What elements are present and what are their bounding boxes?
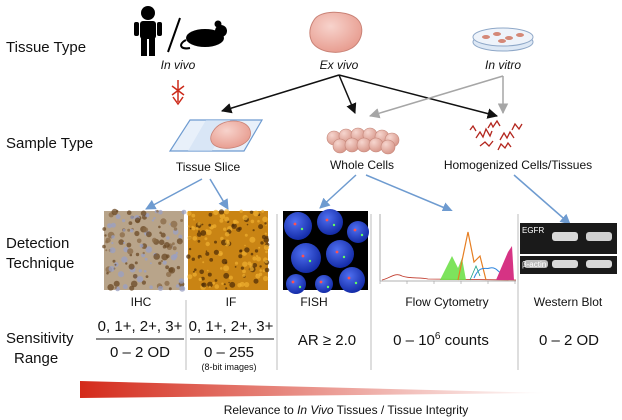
row-label-technique: Technique [6, 255, 74, 272]
mouse-icon [180, 20, 227, 50]
slash-divider [167, 17, 181, 53]
person-icon [134, 6, 162, 56]
arrow-exvivo-homog [338, 74, 499, 119]
fish-image [283, 209, 369, 294]
if-scale-range: 0 – 255 [204, 344, 254, 361]
blot-label-actin: β-actin [522, 260, 546, 269]
label-if: IF [226, 295, 237, 309]
nucleus [284, 212, 312, 240]
label-fish: FISH [300, 295, 327, 309]
label-tissue-slice: Tissue Slice [176, 160, 241, 174]
tissue-slice-icon [168, 119, 264, 152]
arrow-invitro-cells [368, 75, 504, 119]
ihc-scale-od: 0 – 2 OD [110, 344, 170, 361]
nucleus [347, 221, 369, 243]
homogenized-icon [469, 119, 523, 151]
blot-label-egfr: EGFR [522, 226, 544, 235]
western-blot-image: EGFR β-actin [520, 223, 617, 274]
flow-cytometry-plot [375, 211, 519, 290]
label-in-vivo: In vivo [161, 58, 196, 72]
arrow-slice-if [209, 178, 229, 210]
blot-band [552, 232, 578, 241]
nucleus [286, 274, 306, 294]
arrow-exvivo-cells [338, 74, 357, 114]
label-whole-cells: Whole Cells [330, 158, 394, 172]
whole-cells-icon [326, 127, 400, 155]
arrow-homog-western [513, 174, 571, 225]
arrow-slice-ihc [145, 178, 203, 210]
blocked-arrow-icon [171, 80, 185, 106]
label-homogenized: Homogenized Cells/Tissues [444, 158, 592, 172]
blot-band [524, 260, 548, 268]
row-label-detection: Detection [6, 235, 69, 252]
arrow-cells-flow [365, 174, 453, 213]
blot-band [552, 260, 578, 268]
nucleus [317, 209, 343, 235]
ihc-image [102, 208, 187, 292]
relevance-gradient-bar [80, 381, 548, 398]
row-label-range: Range [14, 350, 58, 367]
label-in-vitro: In vitro [485, 58, 521, 72]
tissue-sample-icon [309, 11, 363, 53]
relevance-caption: Relevance to In Vivo Tissues / Tissue In… [224, 403, 469, 417]
label-ex-vivo: Ex vivo [320, 58, 359, 72]
if-scale-score: 0, 1+, 2+, 3+ [189, 318, 274, 335]
row-label-tissue-type: Tissue Type [6, 39, 86, 56]
arrow-cells-fish [319, 174, 357, 209]
fish-ratio: AR ≥ 2.0 [298, 332, 356, 349]
nucleus [326, 240, 354, 268]
label-ihc: IHC [131, 295, 152, 309]
row-label-sample-type: Sample Type [6, 135, 93, 152]
nucleus [291, 243, 321, 273]
cell [380, 139, 396, 155]
petri-dish-icon [472, 27, 534, 52]
label-western-blot: Western Blot [534, 295, 603, 309]
blot-band [586, 260, 612, 268]
western-range: 0 – 2 OD [539, 332, 599, 349]
flow-range: 0 – 106 counts [393, 331, 489, 349]
row-label-sensitivity: Sensitivity [6, 330, 74, 347]
if-scale-note: (8-bit images) [201, 362, 256, 372]
nucleus [315, 275, 333, 293]
if-image [186, 209, 270, 290]
ihc-scale-score: 0, 1+, 2+, 3+ [98, 318, 183, 335]
cell [368, 137, 384, 153]
arrow-exvivo-slice [220, 74, 340, 114]
label-flow-cytometry: Flow Cytometry [405, 295, 488, 309]
blot-band [586, 232, 612, 241]
nucleus [339, 267, 365, 293]
